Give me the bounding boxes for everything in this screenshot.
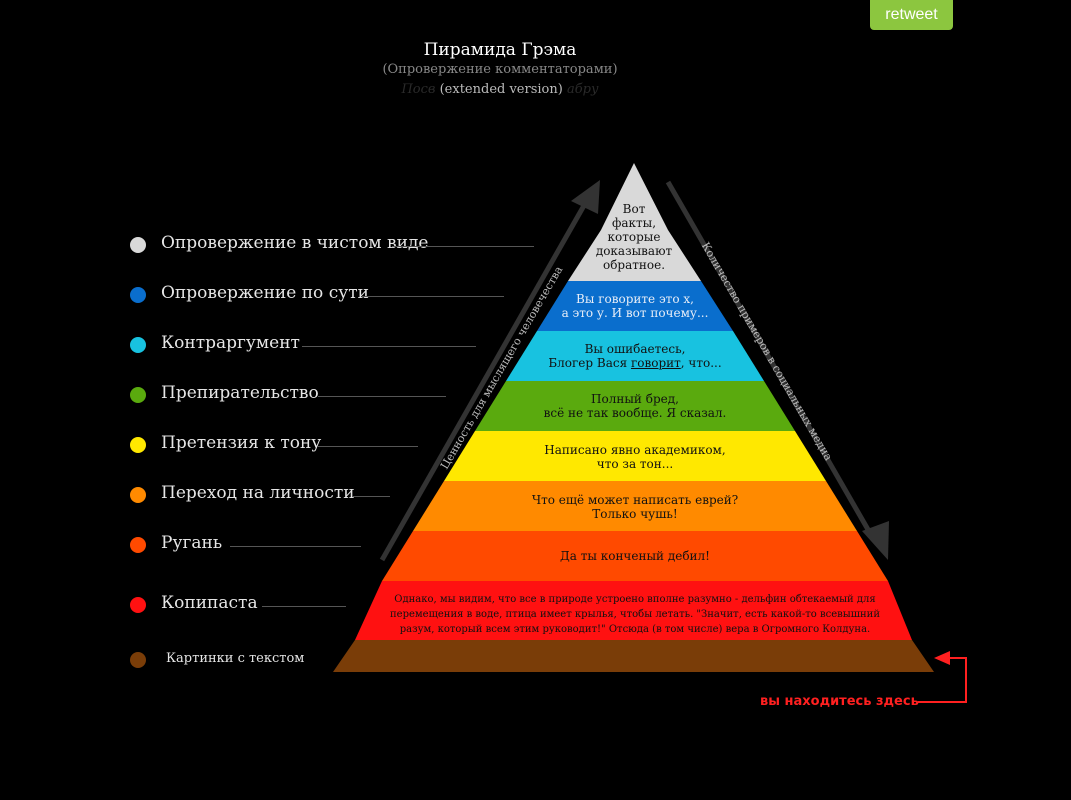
legend-label: Ругань: [161, 533, 223, 553]
layer-text-part: , что...: [680, 356, 722, 370]
layer-text-line: Да ты конченый дебил!: [559, 549, 710, 563]
pyramid-layer-1: [568, 163, 701, 281]
you-are-here-label: вы находитесь здесь: [760, 694, 919, 709]
legend-label: Копипаста: [161, 593, 258, 613]
layer-text-line: Написано явно академиком,: [544, 443, 726, 457]
layer-text-line: Вы ошибаетесь,: [584, 342, 686, 356]
version-label: (extended version): [439, 82, 563, 97]
layer-text-line: что за тон...: [596, 457, 674, 471]
pyramid-layer-5: [444, 431, 826, 481]
legend-label: Картинки с текстом: [166, 651, 305, 666]
legend-dot: [130, 387, 146, 403]
right-axis-arrow: [665, 180, 877, 542]
pyramid-layer-9: [333, 640, 934, 672]
page-title: Пирамида Грэма: [423, 40, 577, 60]
legend-label: Контраргумент: [161, 333, 300, 353]
legend-connector: [318, 446, 418, 447]
legend-dot: [130, 487, 146, 503]
left-arrow-head: [571, 180, 600, 214]
legend-connector: [262, 606, 346, 607]
legend-label: Опровержение в чистом виде: [161, 233, 429, 253]
you-are-here-arrow: [918, 657, 967, 703]
layer-text-line: доказывают: [595, 244, 673, 258]
legend-label: Препирательство: [161, 383, 319, 403]
layer-text-line: которые: [607, 230, 661, 244]
layer-text-line: Вы говорите это х,: [576, 292, 694, 306]
layer-text-line: Однако, мы видим, что все в природе устр…: [394, 594, 876, 605]
layer-2-text: Вы говорите это х, а это у. И вот почему…: [560, 292, 710, 320]
pyramid-layer-8: [355, 581, 912, 640]
layer-7-text: Да ты конченый дебил!: [505, 549, 765, 563]
legend-dot: [130, 337, 146, 353]
legend-dot: [130, 287, 146, 303]
ghost-text-left: Посв: [401, 82, 436, 97]
layer-text-line: разум, который всем этим руководит!" Отс…: [399, 624, 871, 635]
layer-text-line: а это у. И вот почему...: [561, 306, 709, 320]
layer-text-line: Только чушь!: [592, 507, 678, 521]
legend-connector: [230, 546, 361, 547]
layer-5-text: Написано явно академиком, что за тон...: [520, 443, 750, 471]
pyramid-layer-3: [506, 331, 764, 381]
layer-3-text: Вы ошибаетесь, Блогер Вася говорит, что.…: [535, 342, 735, 370]
layer-6-text: Что ещё может написать еврей? Только чуш…: [505, 493, 765, 521]
layer-text-line: Полный бред,: [591, 392, 679, 406]
pyramid-layer-6: [413, 481, 857, 531]
layer-1-text: Вот факты, которые доказывают обратное.: [584, 202, 684, 272]
ghost-text-right: абру: [566, 82, 599, 97]
legend-dot: [130, 237, 146, 253]
legend-label: Опровержение по сути: [161, 283, 369, 303]
layer-text-part: Блогер Вася: [548, 356, 631, 370]
layer-text-line: Вот: [622, 202, 646, 216]
layer-text-line: факты,: [611, 216, 657, 230]
legend-connector: [392, 246, 534, 247]
version-line: Посв (extended version) абру: [0, 82, 1000, 97]
legend-connector: [352, 496, 390, 497]
legend-dot: [130, 597, 146, 613]
legend-label: Переход на личности: [161, 483, 355, 503]
legend-connector: [318, 396, 446, 397]
layer-text-line: обратное.: [602, 258, 666, 272]
legend-dot: [130, 437, 146, 453]
legend-dot: [130, 652, 146, 668]
pyramid-layer-2: [537, 281, 733, 331]
layer-text-line: всё не так вообще. Я сказал.: [543, 406, 727, 420]
legend-connector: [302, 346, 476, 347]
you-are-here-arrow-head: [934, 651, 950, 665]
layer-4-text: Полный бред, всё не так вообще. Я сказал…: [535, 392, 735, 420]
page-subtitle: (Опровержение комментаторами): [382, 62, 618, 77]
says-link[interactable]: говорит: [630, 356, 681, 370]
layer-text-line: перемещения в воде, птица имеет крылья, …: [389, 609, 881, 620]
pyramid-layer-4: [475, 381, 795, 431]
legend-connector: [362, 296, 504, 297]
pyramid-layer-7: [382, 531, 888, 581]
legend-label: Претензия к тону: [161, 433, 322, 453]
legend-dot: [130, 537, 146, 553]
retweet-button[interactable]: retweet: [870, 0, 953, 30]
layer-text-line: Блогер Вася говорит, что...: [535, 356, 735, 370]
layer-8-text: Однако, мы видим, что все в природе устр…: [385, 592, 885, 637]
layer-text-line: Что ещё может написать еврей?: [531, 493, 739, 507]
left-axis-arrow: [379, 193, 593, 562]
right-arrow-head: [862, 521, 889, 560]
